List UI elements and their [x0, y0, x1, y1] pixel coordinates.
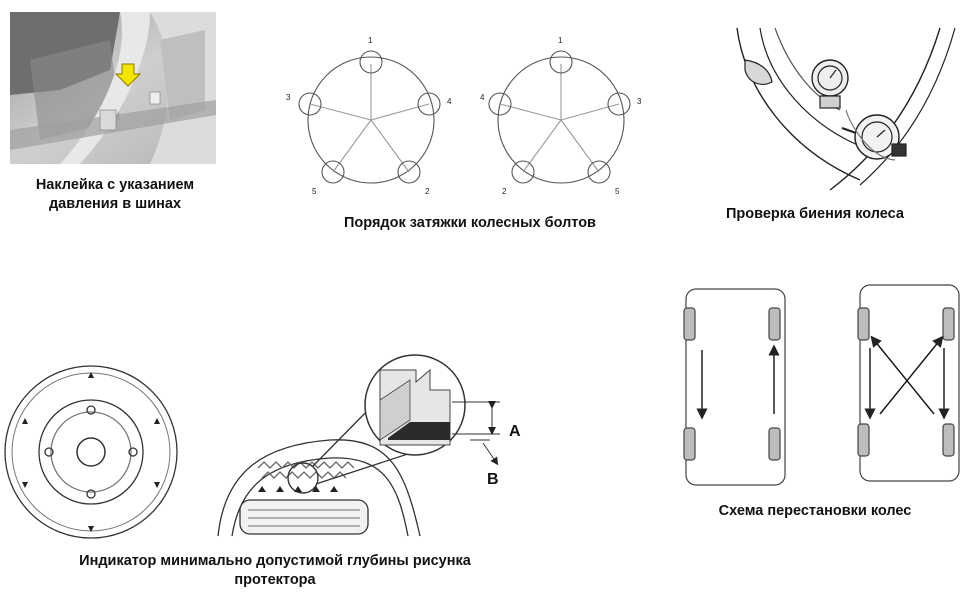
- bolt-hole: [321, 160, 345, 184]
- bolt-number: 1: [368, 36, 373, 45]
- bolt-hole: [511, 160, 535, 184]
- bolt-number: 4: [447, 97, 452, 106]
- wheel: [683, 427, 696, 461]
- rotation-vehicle-right: [857, 284, 960, 482]
- dimension-label-a: A: [509, 423, 521, 440]
- caption-tire-label: Наклейка с указанием давления в шинах: [35, 177, 195, 212]
- door-pillar-photo: [10, 12, 216, 164]
- bolt-number: 3: [286, 93, 291, 102]
- wheel: [768, 307, 781, 341]
- caption-bolt-order: Порядок затяжки колесных болтов: [344, 215, 596, 231]
- bolt-pattern-left: [298, 50, 441, 184]
- runout-check-illustration: [736, 27, 956, 191]
- tire-front-view: [4, 365, 178, 539]
- wheel: [857, 423, 870, 457]
- tire-label-arrow: [114, 63, 142, 87]
- tread-indicator-markers: [22, 372, 160, 532]
- bolt-number: 5: [615, 187, 620, 196]
- bolt-hole: [607, 92, 631, 116]
- bolt-pattern-right: [488, 50, 631, 184]
- bolt-hole: [549, 50, 573, 74]
- bolt-hole: [298, 92, 322, 116]
- wheel: [768, 427, 781, 461]
- caption-tread-indicator: Индикатор минимально допустимой глубины …: [79, 553, 471, 588]
- caption-runout: Проверка биения колеса: [726, 206, 904, 222]
- bolt-number: 5: [312, 187, 317, 196]
- bolt-hole: [587, 160, 611, 184]
- bolt-number: 2: [502, 187, 507, 196]
- bolt-hole: [397, 160, 421, 184]
- bolt-hole: [488, 92, 512, 116]
- dimension-label-b: B: [487, 471, 499, 488]
- bolt-hole: [417, 92, 441, 116]
- tread-magnifier: [364, 354, 466, 456]
- bolt-number: 3: [637, 97, 642, 106]
- wheel: [857, 307, 870, 341]
- rotation-vehicle-left: [683, 288, 786, 486]
- wheel: [683, 307, 696, 341]
- bolt-hole: [359, 50, 383, 74]
- wheel: [942, 423, 955, 457]
- depth-dimension: [452, 401, 500, 466]
- tread-wear-bars: [258, 486, 338, 492]
- bolt-number: 1: [558, 36, 563, 45]
- bolt-number: 2: [425, 187, 430, 196]
- caption-rotation: Схема перестановки колес: [718, 503, 912, 519]
- bolt-number: 4: [480, 93, 485, 102]
- wheel: [942, 307, 955, 341]
